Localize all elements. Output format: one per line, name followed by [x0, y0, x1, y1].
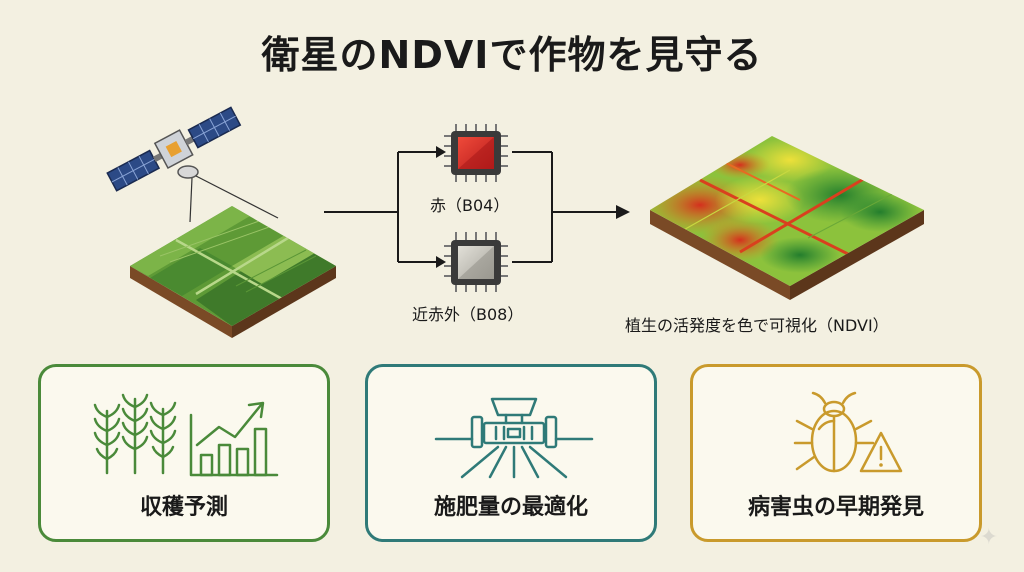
page-title: 衛星のNDVIで作物を見守る: [261, 33, 763, 77]
sparkle-icon: ✦: [979, 525, 998, 550]
flow-connectors: [324, 151, 618, 263]
card-harvest-prediction: 収穫予測: [38, 364, 330, 542]
card-pest-label: 病害虫の早期発見: [747, 495, 924, 520]
ndvi-heatmap-tile: [650, 136, 924, 300]
nir-band-label: 近赤外（B08）: [412, 305, 524, 324]
ndvi-caption: 植生の活発度を色で可視化（NDVI）: [625, 316, 889, 335]
arrow-to-ndvi-map: [616, 205, 630, 219]
nir-band-chip-icon: [444, 232, 508, 292]
sensor-beam-right: [195, 175, 279, 219]
card-pest-detection: 病害虫の早期発見: [690, 364, 982, 542]
card-fertilizer-label: 施肥量の最適化: [433, 495, 588, 520]
card-fertilizer-optimization: 施肥量の最適化: [365, 364, 657, 542]
fertilizer-spreader-icon: [434, 397, 594, 479]
red-band-chip-icon: [444, 124, 508, 182]
card-harvest-label: 収穫予測: [139, 495, 228, 520]
beetle-warning-icon: [793, 391, 903, 473]
sensor-beam-left: [189, 177, 193, 223]
red-band-label: 赤（B04）: [430, 196, 510, 215]
farm-field-tile: [130, 206, 336, 338]
satellite-icon: [106, 106, 242, 192]
ndvi-flow-diagram: [106, 106, 924, 338]
arrow-to-red-chip: [436, 146, 446, 158]
arrow-to-nir-chip: [436, 256, 446, 268]
wheat-growth-chart-icon: [93, 393, 279, 477]
